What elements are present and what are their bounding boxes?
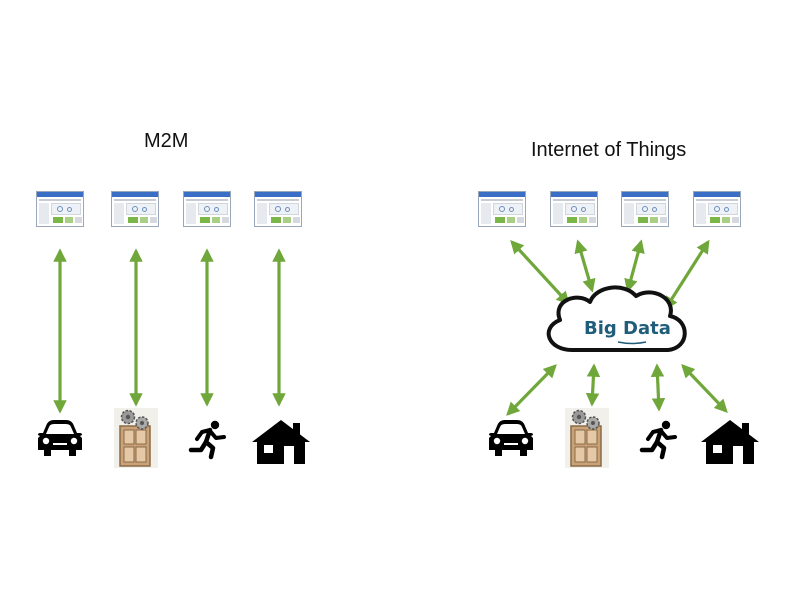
running-person-icon: [191, 421, 224, 457]
bidirectional-arrow: [624, 239, 645, 293]
bidirectional-arrow: [650, 363, 666, 412]
big-data-label: Big Data: [584, 318, 671, 339]
door-with-gears-icon: [114, 408, 158, 468]
bidirectional-arrow: [510, 240, 570, 305]
bidirectional-arrow: [506, 364, 557, 416]
monitor-screenshot-icon: [550, 191, 598, 227]
running-person-icon: [642, 421, 675, 457]
m2m-title: M2M: [144, 130, 189, 152]
monitor-screenshot-icon: [478, 191, 526, 227]
car-icon: [489, 420, 533, 456]
bidirectional-arrow: [681, 364, 728, 413]
bidirectional-arrow: [585, 363, 601, 407]
m2m-arrows: [53, 248, 286, 414]
iot-arrows: [506, 239, 728, 416]
monitor-screenshot-icon: [183, 191, 231, 227]
monitor-screenshot-icon: [621, 191, 669, 227]
house-icon: [701, 420, 759, 464]
cloud-icon: [546, 285, 687, 352]
bidirectional-arrow: [574, 239, 596, 293]
iot-title: Internet of Things: [531, 139, 687, 161]
monitor-screenshot-icon: [111, 191, 159, 227]
house-icon: [252, 420, 310, 464]
car-icon: [38, 420, 82, 456]
door-with-gears-icon: [565, 408, 609, 468]
monitor-screenshot-icon: [693, 191, 741, 227]
bidirectional-arrow: [664, 239, 710, 311]
monitor-screenshot-icon: [254, 191, 302, 227]
monitor-screenshot-icon: [36, 191, 84, 227]
